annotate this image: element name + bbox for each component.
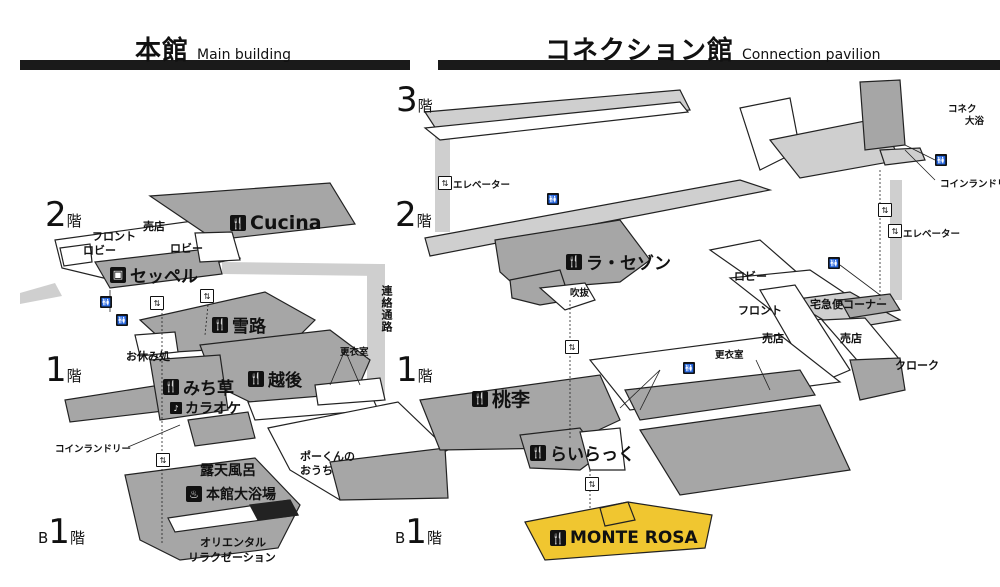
stairs-icon: ⇅ — [200, 289, 214, 303]
convenience-store-icon: ▣ — [110, 266, 126, 283]
seicomart-label: セッペル — [130, 267, 198, 287]
rest-area-label: お休み処 — [126, 350, 170, 363]
poh-house-label-2: おうち — [300, 464, 333, 477]
restaurant-icon: 🍴 — [163, 378, 179, 395]
main-building-title-jp: 本館 — [135, 36, 190, 66]
conn-shop-label-2: 売店 — [840, 332, 862, 345]
cucina-label: Cucina — [250, 212, 322, 234]
main-2f-block — [54, 182, 357, 289]
karaoke-room[interactable]: ♪ カラオケ — [170, 398, 241, 418]
conn-1f-block — [419, 334, 851, 496]
toilet-icon: 🚻 — [100, 296, 112, 308]
conn-changing-room-label: 更衣室 — [715, 350, 744, 361]
leader-lines — [109, 144, 936, 448]
restaurant-icon: 🍴 — [248, 370, 264, 387]
toilet-icon-1f: 🚻 — [116, 314, 128, 326]
toori-label: 桃李 — [492, 389, 531, 411]
toilet-icon-conn-1f: 🚻 — [683, 362, 695, 374]
conn-bath-label-2: 大浴 — [965, 116, 985, 127]
elevator-icon: ⇅ — [150, 296, 164, 310]
conn-b1f-block — [524, 501, 713, 561]
main-floor-1-label: 1階 — [45, 350, 82, 390]
stairs-icon-conn: ⇅ — [565, 340, 579, 354]
elevator-dashed-lines — [161, 170, 881, 545]
main-floor-b1-label: B1階 — [38, 512, 85, 552]
main-bath[interactable]: ♨ 本館大浴場 — [186, 484, 276, 504]
toori-restaurant[interactable]: 🍴 桃李 — [472, 385, 530, 412]
main-b1f-block — [124, 457, 301, 561]
connection-pavilion-title: コネクション館 Connection pavilion — [545, 30, 881, 67]
stairs-icon-conn-right: ⇅ — [878, 203, 892, 217]
yukiji-restaurant[interactable]: 🍴 雪路 — [212, 312, 266, 337]
michikusa-restaurant[interactable]: 🍴 みち草 — [163, 374, 234, 399]
michikusa-label: みち草 — [183, 379, 234, 399]
seicomart-shop[interactable]: ▣ セッペル — [110, 262, 198, 287]
connection-title-en: Connection pavilion — [742, 47, 881, 63]
main-shop-label: 売店 — [143, 220, 165, 233]
lairakku-restaurant[interactable]: 🍴 らいらっく — [530, 440, 635, 465]
karaoke-icon: ♪ — [170, 402, 182, 414]
toilet-icon-conn-2f-right: 🚻 — [828, 257, 840, 269]
main-building-title: 本館 Main building — [135, 30, 291, 67]
stairs-icon-b1-conn: ⇅ — [585, 477, 599, 491]
elevator-icon-left: ⇅ — [438, 176, 452, 190]
conn-floor-b1-label: B1階 — [395, 512, 442, 552]
conn-floor-3-label: 3階 — [396, 80, 433, 120]
karaoke-label: カラオケ — [185, 401, 241, 417]
hot-spring-icon: ♨ — [186, 486, 202, 502]
open-bath-label[interactable]: 露天風呂 — [200, 463, 256, 479]
restaurant-icon: 🍴 — [472, 390, 488, 407]
echigo-label: 越後 — [268, 371, 302, 391]
conn-shop-label: 売店 — [762, 332, 784, 345]
main-building-title-bar — [20, 60, 410, 70]
conn-floor-1-label: 1階 — [396, 350, 433, 390]
restaurant-icon: 🍴 — [550, 530, 566, 546]
conn-2f-block — [424, 179, 906, 401]
connection-title-jp: コネクション館 — [545, 36, 735, 66]
conn-floor-2-label: 2階 — [395, 195, 432, 235]
oriental-relaxation-label-1[interactable]: オリエンタル — [200, 536, 266, 549]
restaurant-icon: 🍴 — [530, 444, 546, 461]
conn-elevator-right-label: エレベーター — [903, 229, 961, 240]
restaurant-icon: 🍴 — [230, 215, 246, 231]
main-lobby-right-label: ロビー — [170, 242, 203, 255]
oriental-relaxation-label-2[interactable]: リラクゼーション — [188, 551, 276, 564]
elevator-icon-right: ⇅ — [888, 224, 902, 238]
poh-house-label-1: ポーくんの — [300, 450, 355, 463]
restaurant-icon: 🍴 — [212, 316, 228, 333]
monte-rosa-restaurant[interactable]: 🍴 MONTE ROSA — [550, 528, 698, 548]
main-changing-room-label: 更衣室 — [340, 347, 369, 358]
echigo-restaurant[interactable]: 🍴 越後 — [248, 366, 302, 391]
main-coin-laundry-label: コインランドリー — [55, 444, 132, 455]
cloak-label: クローク — [895, 359, 939, 372]
conn-coin-laundry-label: コインランドリー — [940, 179, 1000, 190]
yukiji-label: 雪路 — [232, 317, 266, 337]
conn-bath-label-1: コネク — [948, 104, 977, 115]
toilet-icon-conn-2f: 🚻 — [547, 193, 559, 205]
restaurant-icon: 🍴 — [566, 253, 582, 270]
conn-3f-block — [423, 79, 926, 179]
cucina-restaurant[interactable]: 🍴 Cucina — [230, 212, 322, 234]
monte-rosa-label: MONTE ROSA — [570, 528, 698, 548]
main-lobby-left-label: ロビー — [83, 244, 116, 257]
stairs-icon-b1: ⇅ — [156, 453, 170, 467]
la-saison-restaurant[interactable]: 🍴 ラ・セゾン — [566, 249, 671, 274]
main-front-label: フロント — [92, 230, 136, 243]
main-floor-2-label: 2階 — [45, 195, 82, 235]
conn-front-label: フロント — [738, 304, 782, 317]
main-building-title-en: Main building — [197, 47, 291, 63]
connection-title-bar — [438, 60, 1000, 70]
main-bath-label: 本館大浴場 — [206, 487, 276, 503]
takkyubin-label: 宅急便コーナー — [810, 298, 887, 311]
main-1f-block — [64, 291, 450, 501]
la-saison-label: ラ・セゾン — [586, 254, 671, 274]
conn-elevator-left-label: エレベーター — [453, 180, 511, 191]
toilet-icon-conn-3f: 🚻 — [935, 154, 947, 166]
atrium-label: 吹抜 — [570, 288, 590, 299]
conn-lobby-label: ロビー — [734, 270, 767, 283]
lairakku-label: らいらっく — [550, 445, 635, 465]
connecting-passage-label: 連絡通路 — [380, 285, 393, 333]
